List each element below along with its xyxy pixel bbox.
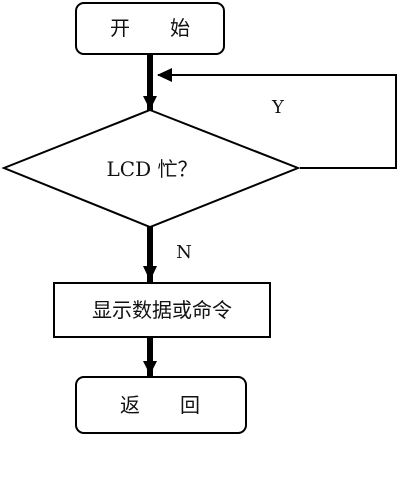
edge-yes-loop: Y xyxy=(157,68,397,169)
arrowhead xyxy=(143,96,157,110)
decision-label: LCD 忙？ xyxy=(107,157,198,181)
end-node: 返 回 xyxy=(75,376,247,434)
loop-arrowhead xyxy=(157,68,172,82)
decision-node: LCD 忙？ xyxy=(1,108,301,229)
start-label: 开 始 xyxy=(110,16,190,40)
end-label: 返 回 xyxy=(120,393,200,417)
process-box xyxy=(53,282,271,338)
loop-line xyxy=(158,74,397,169)
edge-start-decision xyxy=(143,54,157,110)
arrowhead xyxy=(143,361,157,375)
yes-label: Y xyxy=(271,97,285,118)
process-node: 显示数据或命令 xyxy=(53,282,271,338)
arrowhead xyxy=(143,266,157,281)
process-label: 显示数据或命令 xyxy=(92,298,232,322)
no-label: N xyxy=(176,242,192,263)
start-node: 开 始 xyxy=(75,2,225,55)
end-box xyxy=(75,376,247,434)
edge-no: N xyxy=(143,227,192,283)
edge-process-end xyxy=(143,337,157,377)
